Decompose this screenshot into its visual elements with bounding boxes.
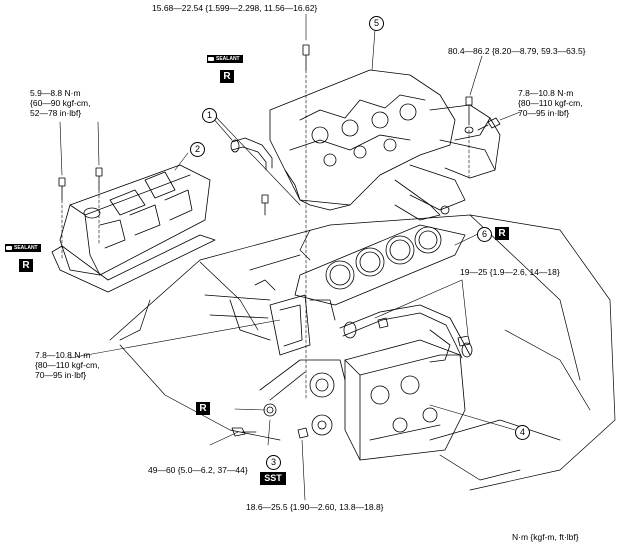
torque-label-upper-right-line3: 70—95 in·lbf} (518, 108, 570, 118)
guide-lines (61, 69, 470, 401)
units-note: N·m {kgf-m, ft·lbf} (512, 532, 579, 542)
pipe-assembly (339, 304, 473, 363)
torque-label-bracket-line1: 7.8—10.8 N·m (35, 350, 91, 360)
torque-label-pipe-bolts: 19—25 {1.9—2.6, 14—18} (460, 267, 560, 277)
callout-2: 2 (190, 142, 205, 157)
leader-lines (59, 13, 521, 501)
callout-3: 3 (266, 455, 281, 470)
engine-bay-outline (109, 214, 616, 491)
bolts (58, 44, 501, 439)
sst-badge: SST (260, 472, 286, 485)
torque-label-top-bolt: 15.68—22.54 {1.599—2.298, 11.56—16.62} (152, 3, 318, 13)
engine-block (344, 339, 466, 461)
timing-pulley (259, 359, 346, 436)
water-hose (230, 137, 273, 171)
callout-6: 6 (477, 227, 492, 242)
head-gasket (294, 224, 466, 306)
torque-label-tensioner-bolt: 18.6—25.5 {1.90—2.60, 13.8—18.8} (246, 502, 384, 512)
torque-label-bracket-line3: 70—95 in·lbf} (35, 370, 87, 380)
torque-label-bracket-line2: {80—110 kgf-cm, (35, 360, 100, 370)
replace-badge-head: R (220, 70, 234, 83)
sealant-badge-cover: SEALANT (5, 244, 41, 252)
torque-label-cover-line3: 52—78 in·lbf} (30, 108, 82, 118)
torque-label-manifold-bolt: 80.4—86.2 {8.20—8.79, 59.3—63.5} (448, 46, 586, 56)
replace-badge-gasket: R (495, 227, 509, 240)
cylinder-head-cover (51, 164, 216, 293)
callout-1: 1 (202, 108, 217, 123)
torque-label-cover-line2: {60—90 kgf-cm, (30, 98, 91, 108)
sealant-badge-head: SEALANT (207, 55, 243, 63)
torque-label-upper-right-line2: {80—110 kgf-cm, (518, 98, 583, 108)
torque-label-pulley-bolt: 49—60 {5.0—6.2, 37—44} (148, 465, 248, 475)
cylinder-head-assembly (269, 69, 501, 221)
torque-label-upper-right-line1: 7.8—10.8 N·m (518, 88, 574, 98)
callout-5: 5 (369, 16, 384, 31)
replace-badge-cover: R (19, 259, 33, 272)
replace-badge-pulley: R (196, 402, 210, 415)
callout-4: 4 (515, 425, 530, 440)
torque-label-cover-line1: 5.9—8.8 N·m (30, 88, 81, 98)
wiring-bracket (204, 279, 336, 356)
